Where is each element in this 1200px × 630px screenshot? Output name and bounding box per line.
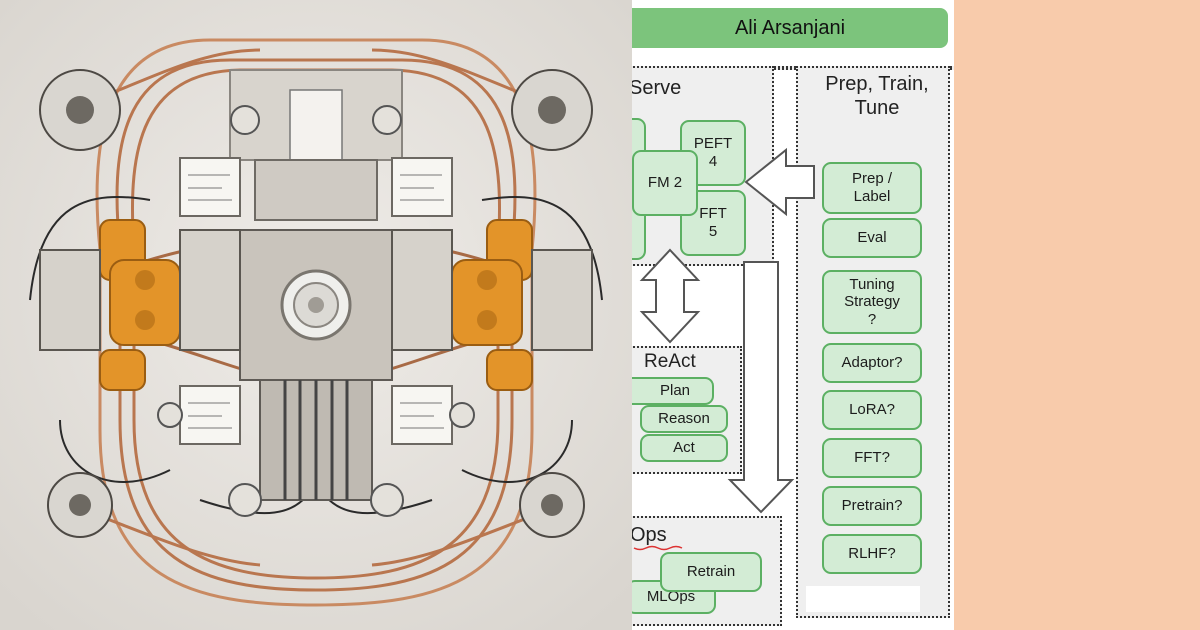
prep-title-line2: Tune [854,97,900,119]
peft-label: PEFT [693,135,733,152]
serve-title: Serve [632,77,682,99]
reason-label: Reason [658,410,710,427]
spacer [632,66,954,70]
adaptor-box: Adaptor? [822,343,922,383]
prep-title-line1: Prep, Train, [825,73,929,95]
blank-box [806,586,920,612]
rlhf-label: RLHF? [848,545,896,562]
prep-label-line1: Prep / [851,170,893,187]
down-arrow [727,261,795,514]
prep-train-tune-zone [796,66,950,618]
plan-label: Plan [659,382,691,399]
fft-number: 5 [708,223,718,240]
author-banner: Ali Arsanjani [632,8,948,48]
eval-label: Eval [857,229,887,246]
machine-illustration [0,0,632,630]
react-title: ReAct [644,351,696,372]
fm2-box: FM 2 [632,150,698,216]
prep-label-box: Prep / Label [822,162,922,214]
double-arrow [639,248,701,344]
pretrain-box: Pretrain? [822,486,922,526]
tuning-strategy-line3: ? [867,310,877,328]
left-arrow [744,147,815,217]
fft-question-box: FFT? [822,438,922,478]
tuning-strategy-box: Tuning Strategy ? [822,270,922,334]
pretrain-label: Pretrain? [841,497,903,514]
fft-label: FFT [699,205,727,222]
retrain-box: Retrain [660,552,762,592]
rlhf-box: RLHF? [822,534,922,574]
ops-title: Ops [632,524,667,546]
author-name: Ali Arsanjani [734,16,846,39]
tuning-strategy-line2: Strategy [844,293,900,311]
architecture-diagram: Ali Arsanjani Serve PEFT 4 FFT 5 FM 2 Pr… [632,0,954,630]
retrain-label: Retrain [686,563,736,580]
tuning-strategy-line1: Tuning [849,276,895,294]
adaptor-label: Adaptor? [841,354,903,371]
lora-box: LoRA? [822,390,922,430]
lora-label: LoRA? [849,401,895,418]
eval-box: Eval [822,218,922,258]
reason-box: Reason [640,405,728,433]
mlops-label: MLOps [646,588,696,605]
fm2-label: FM 2 [647,174,683,191]
fft-question-label: FFT? [854,449,890,466]
prep-label-line2: Label [853,188,891,205]
act-box: Act [640,434,728,462]
peft-number: 4 [708,153,718,170]
plan-box: Plan [632,377,714,405]
machine-drawing [0,0,632,630]
ops-underline [633,545,683,551]
diagram-arrows [633,147,815,551]
prep-title: Prep, Train, Tune [810,72,944,120]
act-label: Act [673,439,695,456]
